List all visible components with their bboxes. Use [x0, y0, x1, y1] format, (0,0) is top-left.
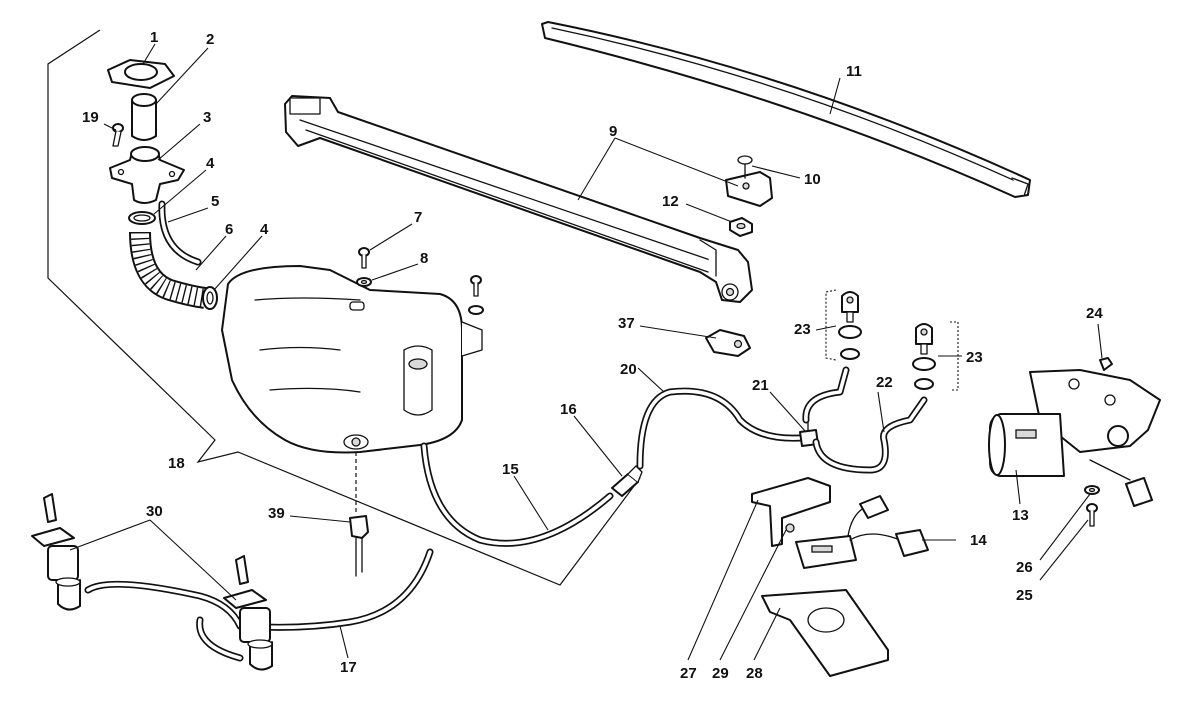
callout-24: 24 [1086, 305, 1103, 322]
washer-reservoir [221, 265, 483, 454]
callout-12: 12 [662, 193, 679, 210]
breather-hose [158, 200, 202, 266]
filler-neck-sleeve [131, 93, 157, 141]
callout-14: 14 [970, 532, 987, 549]
level-sensor-connector [349, 452, 369, 577]
callout-19: 19 [82, 109, 99, 126]
callout-8: 8 [420, 250, 428, 267]
jet-hose-split [802, 366, 928, 474]
callout-39: 39 [268, 505, 285, 522]
washer-hose-upper [636, 387, 804, 470]
arm-cover-clip [725, 155, 773, 207]
callout-7: 7 [414, 209, 422, 226]
callout-17: 17 [340, 659, 357, 676]
callout-28: 28 [746, 665, 763, 682]
callout-26: 26 [1016, 559, 1033, 576]
motor-bolt [1086, 503, 1098, 527]
callout-5: 5 [211, 193, 219, 210]
callout-1: 1 [150, 29, 158, 46]
retaining-screw [112, 123, 124, 147]
motor-washer [1084, 485, 1100, 495]
washer-hose-main [420, 442, 614, 547]
callouts: 1 2 19 3 4 5 6 4 7 8 9 10 11 12 37 23 23… [82, 29, 1103, 682]
callout-4-lower: 4 [260, 221, 269, 238]
hose-clamp-upper [128, 211, 156, 225]
callout-4-upper: 4 [206, 155, 215, 172]
callout-16: 16 [560, 401, 577, 418]
hose-clamp-lower [202, 286, 218, 310]
motor-nut [1099, 357, 1113, 371]
arm-nut [729, 217, 753, 237]
reservoir-group-boundary [47, 29, 641, 586]
callout-11: 11 [846, 63, 862, 80]
callout-30: 30 [146, 503, 163, 520]
filler-cap [107, 59, 175, 89]
callout-13: 13 [1012, 507, 1029, 524]
wiper-blade [541, 21, 1031, 198]
headlamp-washer-pump-left [31, 493, 81, 611]
wiper-motor [988, 369, 1161, 507]
callout-22: 22 [876, 374, 893, 391]
check-valve [611, 465, 643, 497]
headlamp-washer-pump-right [223, 555, 273, 671]
control-unit [795, 495, 929, 569]
callout-10: 10 [804, 171, 821, 188]
callout-27: 27 [680, 665, 697, 682]
filler-tube [109, 146, 185, 204]
callout-2: 2 [206, 31, 214, 48]
callout-18: 18 [168, 455, 185, 472]
tank-screw-2 [468, 275, 484, 315]
callout-3: 3 [203, 109, 211, 126]
tank-screw [358, 247, 370, 269]
washer-jet-right [912, 323, 936, 390]
washer-jet-left [838, 291, 862, 360]
callout-23-right: 23 [966, 349, 983, 366]
callout-25: 25 [1016, 587, 1033, 604]
callout-21: 21 [752, 377, 769, 394]
callout-37: 37 [618, 315, 635, 332]
tank-washer [356, 277, 372, 287]
callout-23-left: 23 [794, 321, 811, 338]
mounting-plate [761, 589, 889, 677]
callout-15: 15 [502, 461, 519, 478]
callout-20: 20 [620, 361, 637, 378]
callout-29: 29 [712, 665, 729, 682]
wiper-arm [284, 95, 753, 303]
arm-washer-tab [705, 329, 751, 357]
callout-9: 9 [609, 123, 617, 140]
callout-6: 6 [225, 221, 233, 238]
leader-lines [69, 43, 1103, 661]
corrugated-filler-hose [129, 231, 207, 309]
control-unit-bracket [751, 477, 831, 547]
